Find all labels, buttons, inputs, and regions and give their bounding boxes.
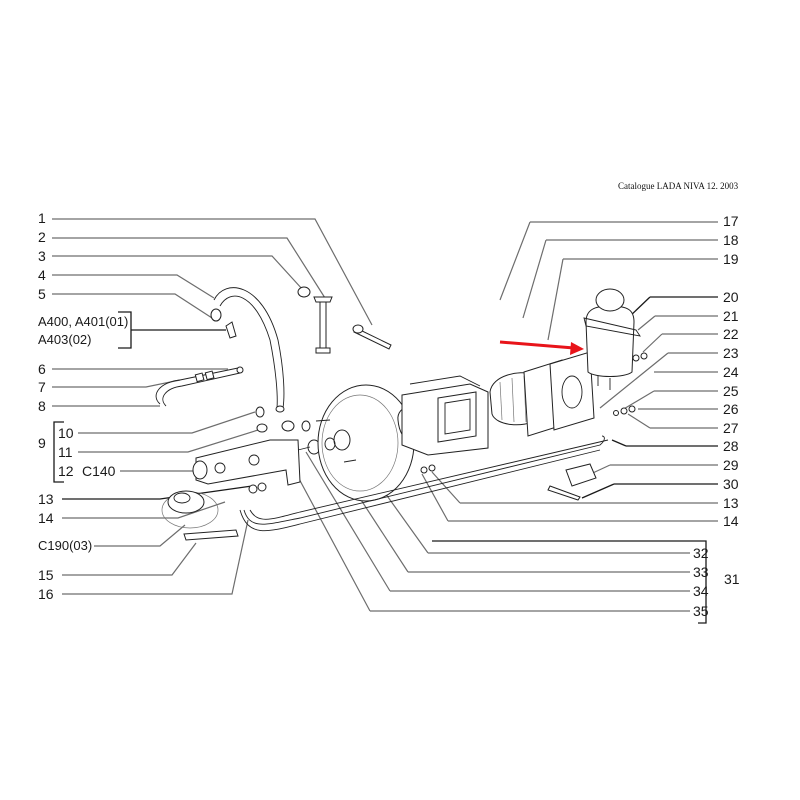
callout-6: 6 <box>38 361 46 377</box>
part-master-cylinder-12 <box>192 406 301 486</box>
leader-13-left <box>62 485 253 500</box>
callout-28: 28 <box>723 438 739 454</box>
callout-35: 35 <box>693 603 709 619</box>
part-bracket-c190 <box>161 490 219 529</box>
callout-23: 23 <box>723 345 739 361</box>
callout-ref-a400-a401: A400, A401(01) <box>38 314 129 329</box>
leader-29 <box>581 464 718 479</box>
leader-18 <box>522 239 718 319</box>
callout-25: 25 <box>723 383 739 399</box>
part-hose-4 <box>210 287 285 413</box>
callout-ref-a403: A403(02) <box>38 332 92 347</box>
callout-19: 19 <box>723 251 739 267</box>
leader-13-right <box>431 471 718 504</box>
bracket-9 <box>53 421 64 483</box>
leader-7 <box>52 379 181 388</box>
callout-26: 26 <box>723 401 739 417</box>
bracket-31 <box>432 540 707 624</box>
part-sensor-1 <box>352 324 392 350</box>
callout-7: 7 <box>38 379 46 395</box>
callout-5: 5 <box>38 286 46 302</box>
callout-1: 1 <box>38 210 46 226</box>
part-reservoir-20 <box>583 288 648 390</box>
part-nuts-25-27 <box>613 405 636 416</box>
leader-22 <box>642 333 718 353</box>
leader-14-right <box>421 473 718 522</box>
leader-19 <box>547 258 718 341</box>
callout-27: 27 <box>723 420 739 436</box>
leader-27 <box>627 413 718 429</box>
callout-24: 24 <box>723 364 739 380</box>
callout-32: 32 <box>693 545 709 561</box>
callout-33: 33 <box>693 564 709 580</box>
callout-15: 15 <box>38 567 54 583</box>
callout-2: 2 <box>38 229 46 245</box>
callout-c190: C190(03) <box>38 538 93 553</box>
part-nut-32-35 <box>281 420 321 455</box>
leader-2 <box>52 237 326 299</box>
part-clamp-29 <box>565 463 597 487</box>
leader-23 <box>599 352 718 409</box>
leader-1 <box>52 218 373 326</box>
callout-18: 18 <box>723 232 739 248</box>
callout-13-left: 13 <box>38 491 54 507</box>
callout-20: 20 <box>723 289 739 305</box>
leader-11 <box>78 429 259 453</box>
leader-21 <box>637 315 718 331</box>
part-bracket-2 <box>313 296 333 354</box>
callout-14-left: 14 <box>38 510 54 526</box>
callout-c140: C140 <box>82 463 116 479</box>
leader-34 <box>305 451 690 592</box>
callout-10: 10 <box>58 425 74 441</box>
callout-3: 3 <box>38 248 46 264</box>
callout-21: 21 <box>723 308 739 324</box>
highlight-arrow <box>499 340 575 350</box>
part-nuts-13-14-right <box>420 464 436 474</box>
leader-c190 <box>94 524 186 547</box>
callout-11: 11 <box>58 444 73 460</box>
part-pin-a400 <box>225 321 237 339</box>
leader-5 <box>52 293 213 319</box>
leader-16 <box>62 519 249 595</box>
part-hose-6-8 <box>155 366 244 407</box>
right-leader-lines <box>289 221 718 624</box>
leader-20 <box>627 296 718 319</box>
leader-35 <box>289 461 690 612</box>
callout-31: 31 <box>724 571 740 587</box>
callout-30: 30 <box>723 476 739 492</box>
callout-8: 8 <box>38 398 46 414</box>
leader-25 <box>621 390 718 411</box>
callout-13-right: 13 <box>723 495 739 511</box>
callout-14-right: 14 <box>723 513 739 529</box>
callout-29: 29 <box>723 457 739 473</box>
callout-12: 12 <box>58 463 74 479</box>
leader-4 <box>52 274 215 299</box>
callout-9: 9 <box>38 435 46 451</box>
bracket-a400 <box>118 311 226 349</box>
part-bolt-15 <box>183 529 239 541</box>
callout-16: 16 <box>38 586 54 602</box>
part-clip-3 <box>297 286 311 298</box>
part-vacuum-booster <box>315 384 415 502</box>
callout-34: 34 <box>693 583 709 599</box>
part-bolt-30 <box>547 485 581 501</box>
callout-4: 4 <box>38 267 46 283</box>
part-adapter-17 <box>397 375 489 456</box>
callout-17: 17 <box>723 213 739 229</box>
callout-22: 22 <box>723 326 739 342</box>
leader-3 <box>52 255 304 291</box>
leader-17 <box>499 221 718 301</box>
catalogue-header: Catalogue LADA NIVA 12. 2003 <box>618 181 739 191</box>
leader-10 <box>78 411 256 434</box>
left-leader-lines <box>52 218 373 595</box>
leader-30 <box>581 483 718 499</box>
leader-28 <box>611 439 718 447</box>
leader-15 <box>62 542 197 576</box>
part-gasket-19-24 <box>523 351 595 437</box>
highlight-arrowhead <box>570 342 584 355</box>
leader-14-left <box>62 501 226 519</box>
part-brake-pipes <box>239 435 609 532</box>
